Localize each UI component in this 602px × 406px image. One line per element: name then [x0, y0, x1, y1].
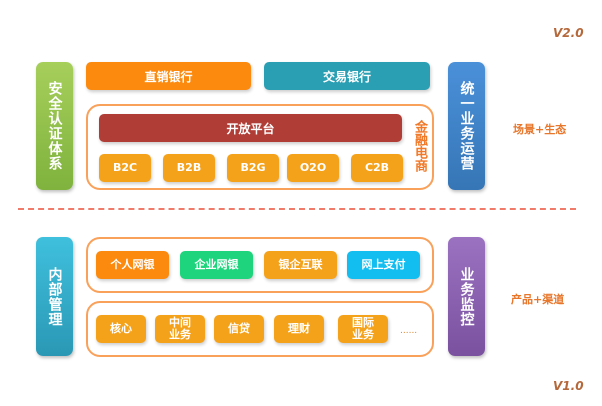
- version-divider: [18, 208, 576, 210]
- product-channel-label: 产品+渠道: [511, 293, 565, 306]
- product-chip-international: 国际 业务: [338, 315, 388, 343]
- product-chip-intermediary: 中间 业务: [155, 315, 205, 343]
- security-auth-pillar: 安全认证体系: [36, 62, 73, 190]
- products-container: [86, 301, 434, 357]
- direct-bank-bar: 直销银行: [86, 62, 251, 90]
- channel-chip-personal-ebank: 个人网银: [96, 251, 169, 279]
- business-monitor-pillar: 业务监控: [448, 237, 485, 356]
- channel-chip-bank-enterprise: 银企互联: [264, 251, 337, 279]
- scenario-ecology-label: 场景+生态: [513, 123, 567, 136]
- product-chip-wealth: 理财: [274, 315, 324, 343]
- more-products-ellipsis: ......: [400, 326, 418, 336]
- product-chip-core: 核心: [96, 315, 146, 343]
- ecommerce-container: [86, 104, 434, 190]
- mode-chip-b2c: B2C: [99, 154, 151, 182]
- version-top-label: V2.0: [553, 26, 584, 40]
- internal-management-pillar: 内部管理: [36, 237, 73, 356]
- mode-chip-b2b: B2B: [163, 154, 215, 182]
- open-platform-bar: 开放平台: [99, 114, 402, 142]
- financial-ecommerce-label: 金融电商: [412, 120, 427, 172]
- channel-chip-online-payment: 网上支付: [347, 251, 420, 279]
- mode-chip-c2b: C2B: [351, 154, 403, 182]
- transaction-bank-bar: 交易银行: [264, 62, 430, 90]
- mode-chip-o2o: O2O: [287, 154, 339, 182]
- channels-container: [86, 237, 434, 293]
- version-bottom-label: V1.0: [553, 379, 584, 393]
- product-chip-credit: 信贷: [214, 315, 264, 343]
- mode-chip-b2g: B2G: [227, 154, 279, 182]
- unified-operation-pillar: 统一业务运营: [448, 62, 485, 190]
- channel-chip-corporate-ebank: 企业网银: [180, 251, 253, 279]
